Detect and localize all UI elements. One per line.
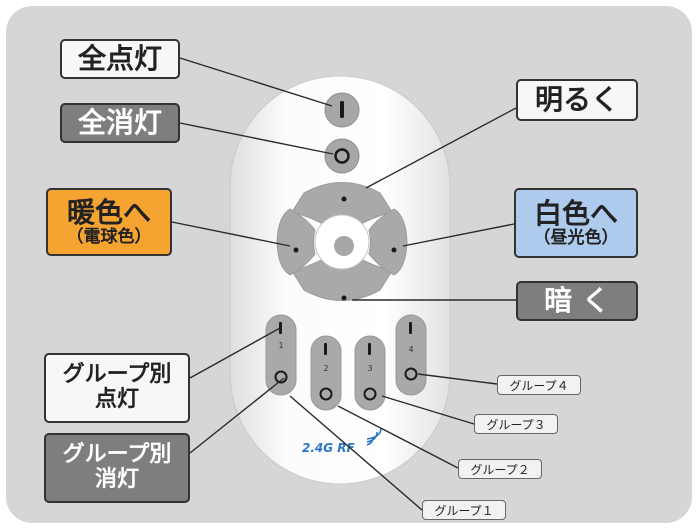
dot-icon [293, 247, 299, 253]
label-group-on-line2: 点灯 [94, 387, 139, 412]
tag-group-3: グループ３ [474, 414, 558, 434]
dot-icon [341, 295, 347, 301]
signal-icon [366, 427, 382, 446]
group-number: 3 [367, 364, 372, 373]
dpad [276, 182, 408, 301]
label-warm-main: 暖色へ [66, 195, 151, 229]
label-warm-sub: （電球色） [66, 227, 152, 248]
dpad-up-button[interactable] [291, 182, 393, 229]
power-on-icon [324, 343, 327, 355]
power-on-icon [279, 322, 282, 334]
group-number: 1 [278, 341, 283, 350]
label-group-off: グループ別 消灯 [44, 433, 190, 503]
group-number: 2 [323, 364, 328, 373]
label-group-on: グループ別 点灯 [44, 353, 190, 423]
dot-icon [391, 247, 397, 253]
label-brighter: 明るく [516, 79, 638, 121]
group-button-2[interactable]: 2 [310, 335, 342, 411]
tag-group-2: グループ２ [458, 459, 542, 479]
tag-group-1: グループ１ [422, 500, 506, 520]
dot-icon [341, 196, 347, 202]
label-cool-sub: （昼光色） [533, 228, 619, 249]
label-darker-text: 暗 く [544, 284, 610, 318]
power-off-icon [274, 370, 288, 384]
label-group-on-line1: グループ別 [62, 362, 172, 388]
label-group-off-line2: 消灯 [94, 467, 139, 492]
dpad-center-button[interactable] [334, 236, 354, 256]
group-button-1[interactable]: 1 [265, 314, 297, 396]
label-all-on: 全点灯 [60, 39, 180, 79]
label-all-off: 全消灯 [60, 103, 180, 143]
tag-group-4: グループ４ [497, 375, 581, 395]
label-group-off-line1: グループ別 [62, 442, 172, 468]
label-all-off-text: 全消灯 [77, 106, 162, 140]
label-darker: 暗 く [516, 281, 638, 321]
label-cool: 白色へ （昼光色） [514, 188, 638, 258]
power-on-icon [340, 101, 344, 118]
brand-logo: 2.4G RF [302, 441, 356, 455]
power-on-icon [368, 343, 371, 355]
power-on-icon [409, 322, 412, 334]
dpad-left-button[interactable] [276, 208, 316, 276]
label-all-on-text: 全点灯 [77, 42, 162, 76]
all-off-button[interactable] [324, 138, 360, 174]
label-cool-main: 白色へ [533, 196, 618, 230]
leader-lines [171, 57, 517, 511]
power-off-icon [334, 148, 350, 164]
group-button-4[interactable]: 4 [395, 314, 427, 396]
label-brighter-text: 明るく [534, 83, 619, 117]
dpad-down-button[interactable] [291, 254, 393, 301]
group-button-3[interactable]: 3 [354, 335, 386, 411]
group-number: 4 [408, 345, 413, 354]
dpad-right-button[interactable] [368, 208, 408, 276]
power-off-icon [363, 387, 377, 401]
power-off-icon [404, 367, 418, 381]
power-off-icon [319, 387, 333, 401]
label-warm: 暖色へ （電球色） [46, 188, 172, 256]
